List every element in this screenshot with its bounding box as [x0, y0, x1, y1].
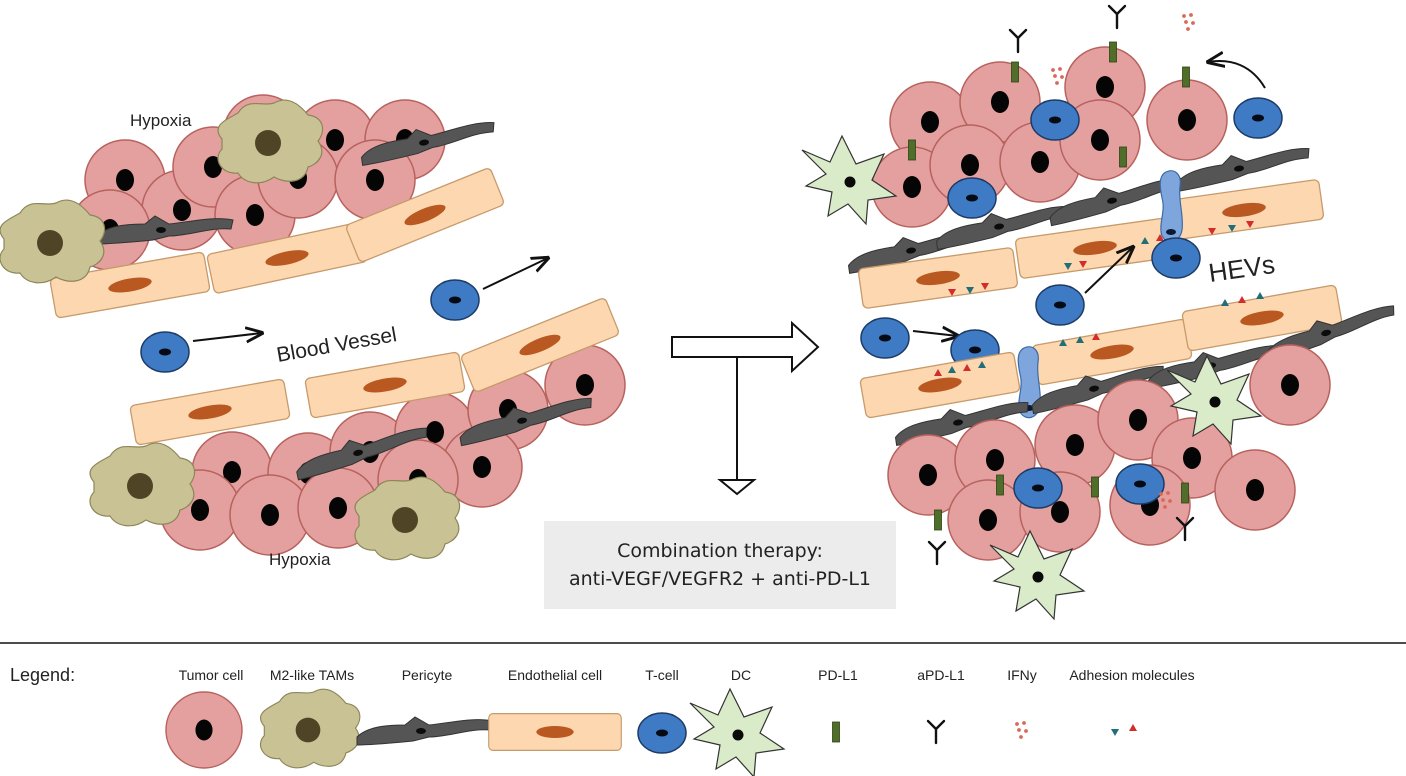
therapy-line-1: Combination therapy: [617, 540, 823, 562]
hev-cell [1159, 170, 1184, 243]
t-cell [1233, 97, 1283, 139]
legend-label-dc: DC [731, 667, 751, 683]
legend-label-apd-l1: aPD-L1 [917, 667, 965, 683]
hypoxia-top-label: Hypoxia [130, 111, 192, 130]
dc-icon [689, 688, 785, 776]
legend-label-ifny: IFNy [1007, 667, 1037, 683]
t-cell [1115, 463, 1165, 505]
legend-label-pd-l1: PD-L1 [818, 667, 858, 683]
t-cell [1151, 237, 1201, 279]
t-cell [140, 331, 190, 373]
t-cell [860, 317, 910, 359]
ifny [1182, 13, 1195, 31]
ifny [1051, 67, 1064, 85]
blood-vessel-label: Blood Vessel [275, 323, 399, 367]
legend-label-tams: M2-like TAMs [270, 667, 354, 683]
pd-l1-icon [832, 721, 840, 743]
adhesion-molecules-icon [1111, 724, 1137, 736]
legend-label-adhesion: Adhesion molecules [1069, 667, 1194, 683]
tam-icon [259, 688, 361, 769]
legend-title: Legend: [10, 665, 75, 685]
endothelial-cell-icon [488, 713, 622, 751]
transition-arrow [671, 320, 820, 374]
pericyte-icon [356, 716, 494, 746]
legend-label-t-cell: T-cell [645, 667, 678, 683]
tam [89, 442, 196, 527]
inhibition-arrow [717, 357, 757, 496]
t-cell-icon [637, 712, 687, 754]
t-cell [1013, 467, 1063, 509]
legend: Legend: Tumor cell M2-like TAMs Pericyte… [10, 665, 1195, 776]
therapy-line-2: anti-VEGF/VEGFR2 + anti-PD-L1 [568, 568, 872, 590]
t-cell [947, 177, 997, 219]
tumor-cell-icon [165, 691, 243, 769]
legend-label-endothelial-cell: Endothelial cell [508, 667, 602, 683]
legend-label-tumor-cell: Tumor cell [179, 667, 244, 683]
hypoxia-bottom-label: Hypoxia [269, 550, 331, 569]
t-cell [1035, 284, 1085, 326]
apd-l1-icon [926, 719, 946, 745]
ifny-icon [1015, 721, 1028, 739]
legend-label-pericyte: Pericyte [402, 667, 453, 683]
apd-l1 [1008, 28, 1028, 54]
apd-l1 [1107, 4, 1127, 30]
left-panel: Hypoxia Blood Vessel H [0, 94, 626, 569]
t-cell [430, 279, 480, 321]
t-cell [1030, 99, 1080, 141]
apd-l1 [927, 540, 947, 566]
hevs-label: HEVs [1207, 249, 1277, 288]
therapy-box: Combination therapy: anti-VEGF/VEGFR2 + … [544, 521, 896, 609]
